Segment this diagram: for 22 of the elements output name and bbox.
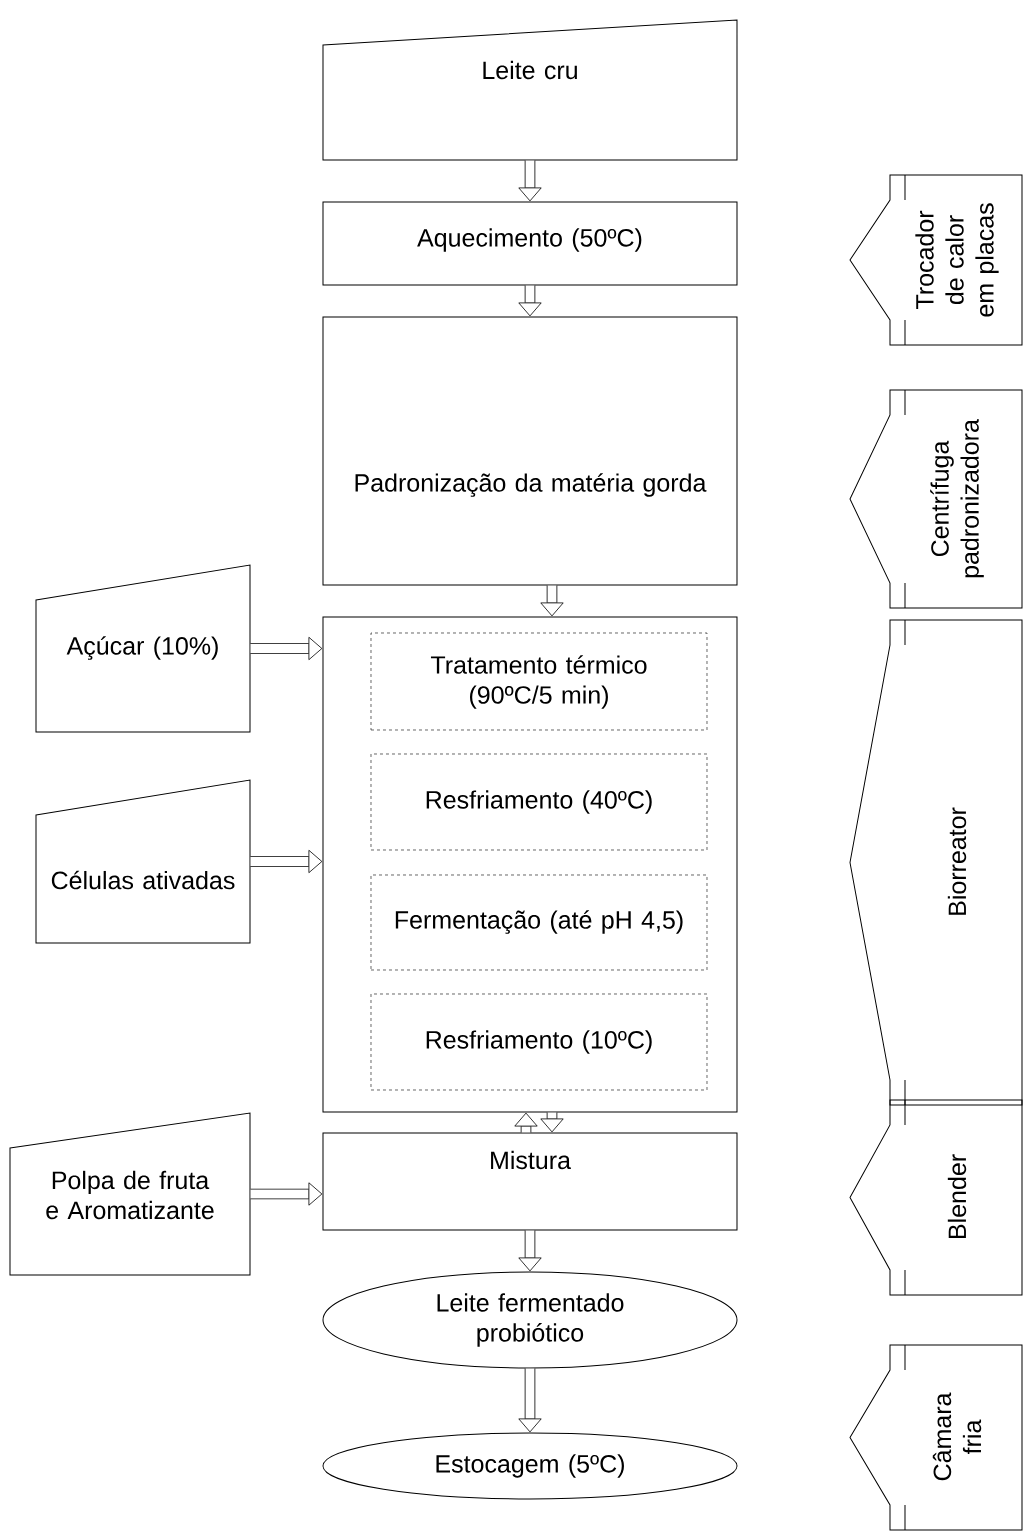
block-arrow xyxy=(540,1112,564,1133)
input-box: Polpa de fruta e Aromatizante xyxy=(9,1112,251,1276)
process-box xyxy=(322,616,738,1113)
input-box: Células ativadas xyxy=(35,779,251,944)
process-box: Mistura xyxy=(322,1132,738,1231)
block-arrow xyxy=(514,1112,538,1133)
input-box: Leite cru xyxy=(322,19,738,161)
step-box: Resfriamento (40ºC) xyxy=(370,753,708,851)
block-arrow xyxy=(518,1230,542,1272)
process-box: Aquecimento (50ºC) xyxy=(322,201,738,286)
block-arrow xyxy=(250,1182,323,1206)
block-arrow xyxy=(518,1368,542,1433)
process-box: Padronização da matéria gorda xyxy=(322,316,738,586)
step-box: Fermentação (até pH 4,5) xyxy=(370,874,708,971)
block-arrow xyxy=(250,849,323,874)
block-arrow xyxy=(518,160,542,202)
block-arrow xyxy=(540,585,564,617)
block-arrow xyxy=(250,636,323,661)
input-box: Açúcar (10%) xyxy=(35,564,251,733)
step-box: Tratamento térmico (90ºC/5 min) xyxy=(370,632,708,731)
block-arrow xyxy=(518,285,542,317)
step-box: Resfriamento (10ºC) xyxy=(370,993,708,1091)
